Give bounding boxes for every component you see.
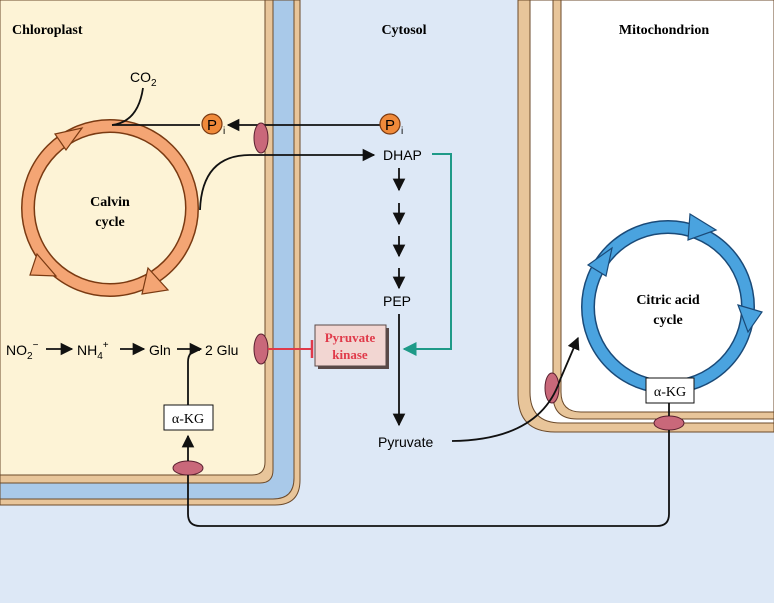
calvin-arrowhead-2 xyxy=(29,252,58,277)
akg-chloroplast-transporter xyxy=(172,460,204,476)
glu-transporter xyxy=(253,333,269,365)
pi-cytosol: P i xyxy=(379,113,403,137)
pyruvate-kinase-enzyme: Pyruvate kinase xyxy=(314,324,389,369)
akg-mito-label: α-KG xyxy=(654,385,686,400)
citric-arrowhead-1 xyxy=(586,246,613,277)
pi-dhap-transporter xyxy=(253,122,269,154)
calvin-cycle-label-1: Calvin xyxy=(90,195,130,210)
chloroplast-envelope xyxy=(0,0,301,506)
akg-chloroplast-box xyxy=(163,404,214,431)
mitochondrion-label: Mitochondrion xyxy=(619,23,709,38)
calvin-cycle-label-2: cycle xyxy=(95,215,125,230)
akg-chloroplast-label: α-KG xyxy=(172,412,204,427)
dhap-label: DHAP xyxy=(383,147,422,163)
co2-label: CO2 xyxy=(130,69,157,89)
nh4-label: NH4+ xyxy=(77,340,109,362)
pyruvate-import-arrow xyxy=(451,336,580,442)
svg-text:i: i xyxy=(401,126,403,137)
pi-chloroplast: P i xyxy=(201,113,225,137)
gln-label: Gln xyxy=(149,342,171,358)
citric-cycle-label-1: Citric acid xyxy=(636,293,700,308)
enzyme-label-1: Pyruvate xyxy=(325,330,376,345)
citric-arrowhead-2 xyxy=(687,212,718,241)
calvin-arrowhead-3 xyxy=(141,266,170,295)
svg-text:i: i xyxy=(223,126,225,137)
dhap-activation-arrow xyxy=(402,153,452,356)
akg-mito-box xyxy=(645,377,695,404)
akg-mito-transporter xyxy=(653,415,685,431)
pyruvate-transporter xyxy=(544,372,560,404)
pyruvate-label: Pyruvate xyxy=(378,434,433,450)
no2-label: NO2− xyxy=(6,340,39,362)
glu-label: 2 Glu xyxy=(205,342,238,358)
citric-arrowhead-3 xyxy=(737,304,763,334)
akg-to-glu-line xyxy=(187,349,201,405)
dhap-export-arrow xyxy=(199,148,376,211)
svg-text:P: P xyxy=(385,117,395,134)
citric-cycle-label-2: cycle xyxy=(653,313,683,328)
mitochondrion-envelope xyxy=(517,0,774,433)
enzyme-label-2: kinase xyxy=(332,347,368,362)
pep-label: PEP xyxy=(383,293,411,309)
cytosol-label: Cytosol xyxy=(381,23,426,38)
chloroplast-label: Chloroplast xyxy=(12,23,83,38)
calvin-cycle xyxy=(21,119,199,297)
calvin-arrowhead-1 xyxy=(54,127,84,152)
akg-transport-line xyxy=(187,430,670,527)
svg-text:P: P xyxy=(207,117,217,134)
